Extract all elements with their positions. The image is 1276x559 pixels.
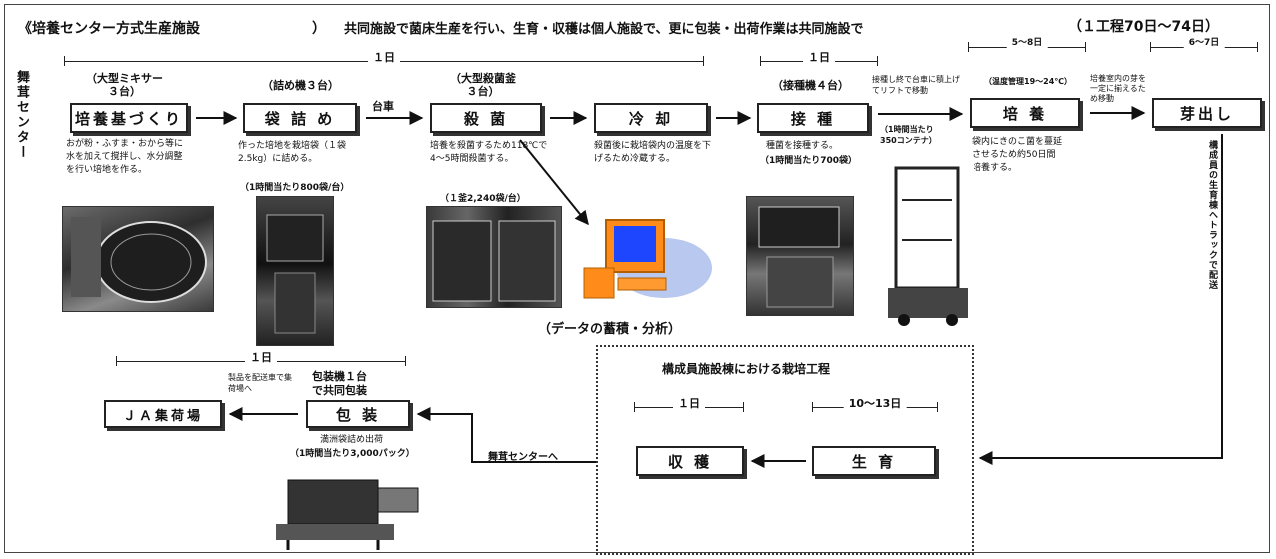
duration-bottom-1day: １日 [116, 349, 406, 366]
cart-label: 台車 [372, 100, 394, 113]
duration-label: １日 [245, 349, 277, 365]
sterilizer-graphic [432, 220, 556, 302]
substrate-step-box: 培養基づくり [70, 103, 188, 133]
duration-top-5days: 5～8日 [968, 35, 1086, 52]
bagging-machine: （詰め機３台） [262, 79, 339, 92]
sprout-step-box: 芽出し [1152, 98, 1262, 128]
packaging-note: 満洲袋詰め出荷 [320, 435, 384, 445]
ja-step-box: ＪＡ集荷場 [104, 400, 222, 428]
sterilize-rate: （１釜2,240袋/台） [440, 194, 526, 204]
bagging-rate: （1時間当たり800袋/台） [240, 183, 350, 193]
substrate-note: おが粉・ふすま・おから等に水を加えて撹拌し、水分調整を行い培地を作る。 [66, 139, 184, 175]
packaging-step-box: 包 装 [306, 400, 410, 428]
forklift-photo [882, 160, 974, 328]
duration-top-6-7days: 6～7日 [1150, 35, 1258, 52]
packaging-machine: 包装機１台 で共同包装 [312, 370, 367, 397]
duration-label: 10～13日 [843, 395, 907, 411]
inoculator-graphic [758, 206, 840, 308]
title-cycle: （１工程70日～74日） [1068, 19, 1219, 35]
bagging-note: 作った培地を栽培袋（１袋2.5kg）に詰める。 [238, 141, 347, 164]
figure-frame [4, 4, 1270, 553]
inoculate-step-box: 接 種 [757, 103, 869, 133]
duration-label: １日 [368, 49, 400, 65]
member-process-panel [596, 345, 974, 555]
incubate-machine: （温度管理19～24℃） [984, 77, 1072, 86]
to-center-label: 舞茸センターへ [488, 452, 558, 463]
duration-member-10-13days: 10～13日 [812, 395, 938, 412]
bagging-step-box: 袋 詰 め [243, 103, 357, 133]
bagging-machine-graphic [266, 214, 324, 334]
incubate-step-box: 培 養 [970, 98, 1080, 128]
duration-top-1day-b: １日 [760, 49, 878, 66]
arrow-sprout-to-growth [978, 134, 1223, 465]
duration-label: 6～7日 [1183, 35, 1225, 48]
cooling-note: 殺菌後に栽培袋内の温度を下げるため冷蔵する。 [594, 141, 712, 164]
arrow-to-computer [519, 139, 589, 226]
mixer-drum-graphic [71, 217, 207, 303]
lift-rate: （1時間当たり350コンテナ） [880, 125, 937, 145]
duration-top-1day-a: １日 [64, 49, 704, 66]
substrate-machine: （大型ミキサー ３台） [86, 72, 163, 98]
arrow-harvest-to-packaging [416, 407, 596, 463]
incubate-note: 袋内にきのこ菌を蔓延させるため約50日間培養する。 [972, 137, 1063, 173]
packaging-rate: （1時間当たり3,000パック） [290, 449, 415, 459]
duration-label: 5～8日 [1006, 35, 1048, 48]
computer-graphic [583, 219, 712, 299]
ja-note: 製品を配送車で集荷場へ [228, 373, 292, 393]
packaging-machine-graphic [276, 479, 419, 550]
inoculate-machine: （接種機４台） [772, 79, 849, 92]
growth-step-box: 生 育 [812, 446, 936, 476]
sterilizer-photo [426, 206, 562, 308]
mixer-photo [62, 206, 214, 312]
side-label: 舞茸センター [14, 70, 29, 160]
duration-label: １日 [803, 49, 835, 65]
inoculator-photo [746, 196, 854, 316]
cooling-step-box: 冷 却 [594, 103, 708, 133]
packaging-machine-photo [268, 466, 424, 550]
bagging-machine-photo [256, 196, 334, 346]
to-sprout-note: 培養室内の芽を一定に揃えるため移動 [1090, 74, 1146, 103]
harvest-step-box: 収 穫 [636, 446, 744, 476]
title-bracket: 《培養センター方式生産施設 [18, 21, 200, 37]
duration-label: １日 [673, 395, 705, 411]
sterilize-note: 培養を殺菌するため118℃で4～5時間殺菌する。 [430, 141, 548, 164]
member-process-title: 構成員施設棟における栽培工程 [662, 362, 831, 376]
lift-note: 接種し終で台車に積上げてリフトで移動 [872, 75, 960, 95]
sterilize-step-box: 殺 菌 [430, 103, 542, 133]
computer-photo [578, 212, 712, 304]
title-description: 共同施設で菌床生産を行い、生育・収穫は個人施設で、更に包装・出荷作業は共同施設で [344, 22, 864, 37]
duration-member-1day: １日 [634, 395, 744, 412]
sprout-note: 構成員の生育棟へトラックで配送 [1207, 140, 1217, 290]
data-caption: （データの蓄積・分析） [538, 322, 682, 337]
title-close-paren: ） [312, 21, 326, 37]
forklift-graphic [888, 166, 968, 326]
inoculate-note: 種菌を接種する。 [766, 141, 839, 151]
inoculate-rate: （1時間当たり700袋） [760, 156, 858, 166]
sterilize-machine: （大型殺菌釜 ３台） [450, 72, 516, 98]
